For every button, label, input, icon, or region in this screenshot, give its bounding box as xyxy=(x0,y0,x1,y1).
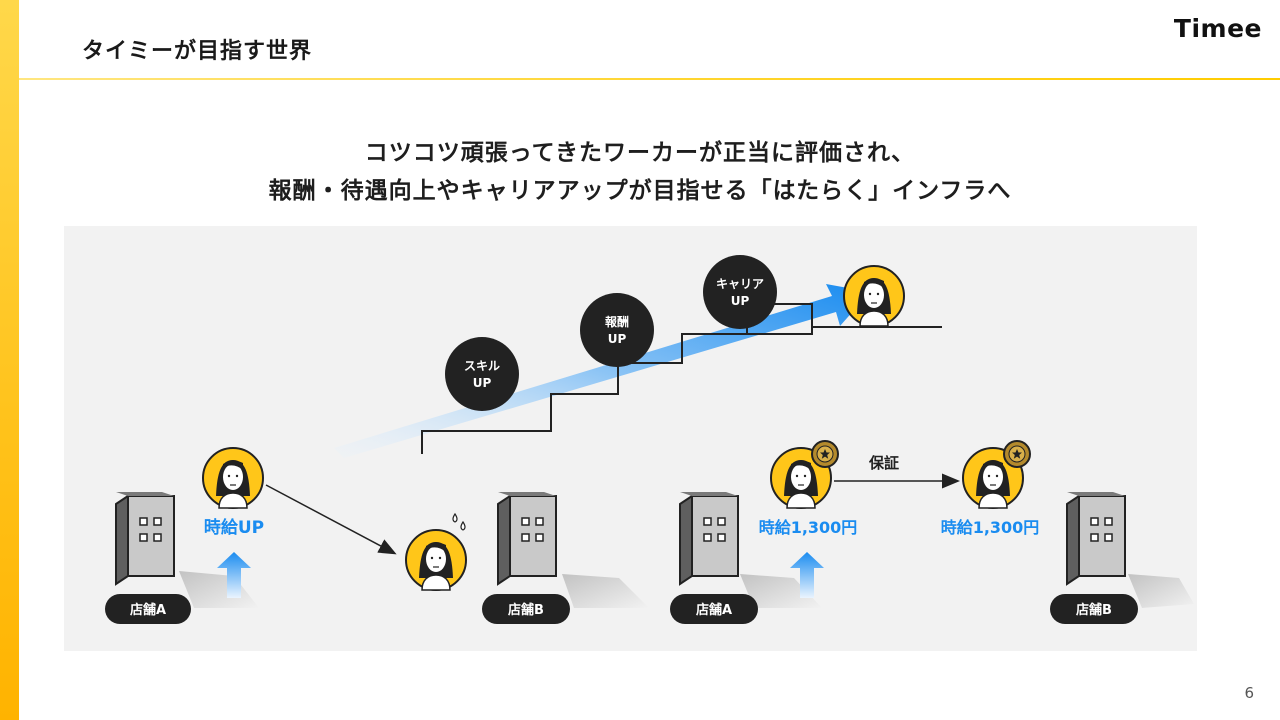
wage-a-label: 時給1,300円 xyxy=(759,518,858,537)
medal-icon xyxy=(811,440,839,468)
header-divider xyxy=(19,78,1280,80)
store-b-left-badge xyxy=(482,594,570,624)
wage-a-arrow xyxy=(790,552,824,598)
accent-side-bar xyxy=(0,0,19,720)
worker-top-avatar xyxy=(843,265,905,327)
building-store-a-right xyxy=(679,491,739,585)
store-b-right-badge xyxy=(1050,594,1138,624)
skill-up-line1: スキル xyxy=(464,359,500,373)
pay-up-line2: UP xyxy=(608,332,627,346)
worker-growth-diagram: スキル UP 報酬 UP キャリア UP 時給UP 店舗A xyxy=(105,255,1194,624)
headline-line-2: 報酬・待遇向上やキャリアアップが目指せる「はたらく」インフラへ xyxy=(268,178,1012,204)
timee-logo: Timee xyxy=(1173,14,1262,43)
worker-worried-avatar xyxy=(405,529,467,591)
right-scenario: 時給1,300円 店舗A 保証 時給1,300円 店舗B xyxy=(670,440,1194,624)
skill-up-line2: UP xyxy=(473,376,492,390)
career-up-line1: キャリア xyxy=(716,277,764,291)
store-a-left-label: 店舗A xyxy=(130,602,166,618)
building-store-a-left xyxy=(115,491,175,585)
wage-up-arrow xyxy=(217,552,251,598)
store-a-left-badge xyxy=(105,594,191,624)
pay-up-line1: 報酬 xyxy=(605,314,629,329)
store-b-left-label: 店舗B xyxy=(508,602,544,618)
medal-icon xyxy=(1003,440,1031,468)
career-up-line2: UP xyxy=(731,294,750,308)
store-a-right-label: 店舗A xyxy=(696,602,732,618)
worker-left-avatar xyxy=(202,447,264,509)
headline: コツコツ頑張ってきたワーカーが正当に評価され、 報酬・待遇向上やキャリアアップが… xyxy=(0,134,1280,210)
pay-up-circle: 報酬 UP xyxy=(580,293,654,367)
store-a-right-badge xyxy=(670,594,758,624)
slide-title: タイミーが目指す世界 xyxy=(82,39,313,64)
wage-b-label: 時給1,300円 xyxy=(941,518,1040,537)
skill-up-circle: スキル UP xyxy=(445,337,519,411)
sweat-drops xyxy=(452,512,466,531)
illustration-panel: スキル UP 報酬 UP キャリア UP 時給UP 店舗A xyxy=(64,226,1197,651)
page-number: 6 xyxy=(1244,684,1254,702)
wage-up-label: 時給UP xyxy=(204,517,264,538)
guarantee-label: 保証 xyxy=(868,454,899,472)
move-arrow xyxy=(265,484,397,555)
building-store-b-left xyxy=(497,491,557,585)
headline-line-1: コツコツ頑張ってきたワーカーが正当に評価され、 xyxy=(364,140,916,166)
left-scenario: 時給UP 店舗A 店舗B xyxy=(105,447,649,624)
career-up-circle: キャリア UP xyxy=(703,255,777,329)
store-b-right-label: 店舗B xyxy=(1076,602,1112,618)
building-store-b-right xyxy=(1066,491,1126,585)
